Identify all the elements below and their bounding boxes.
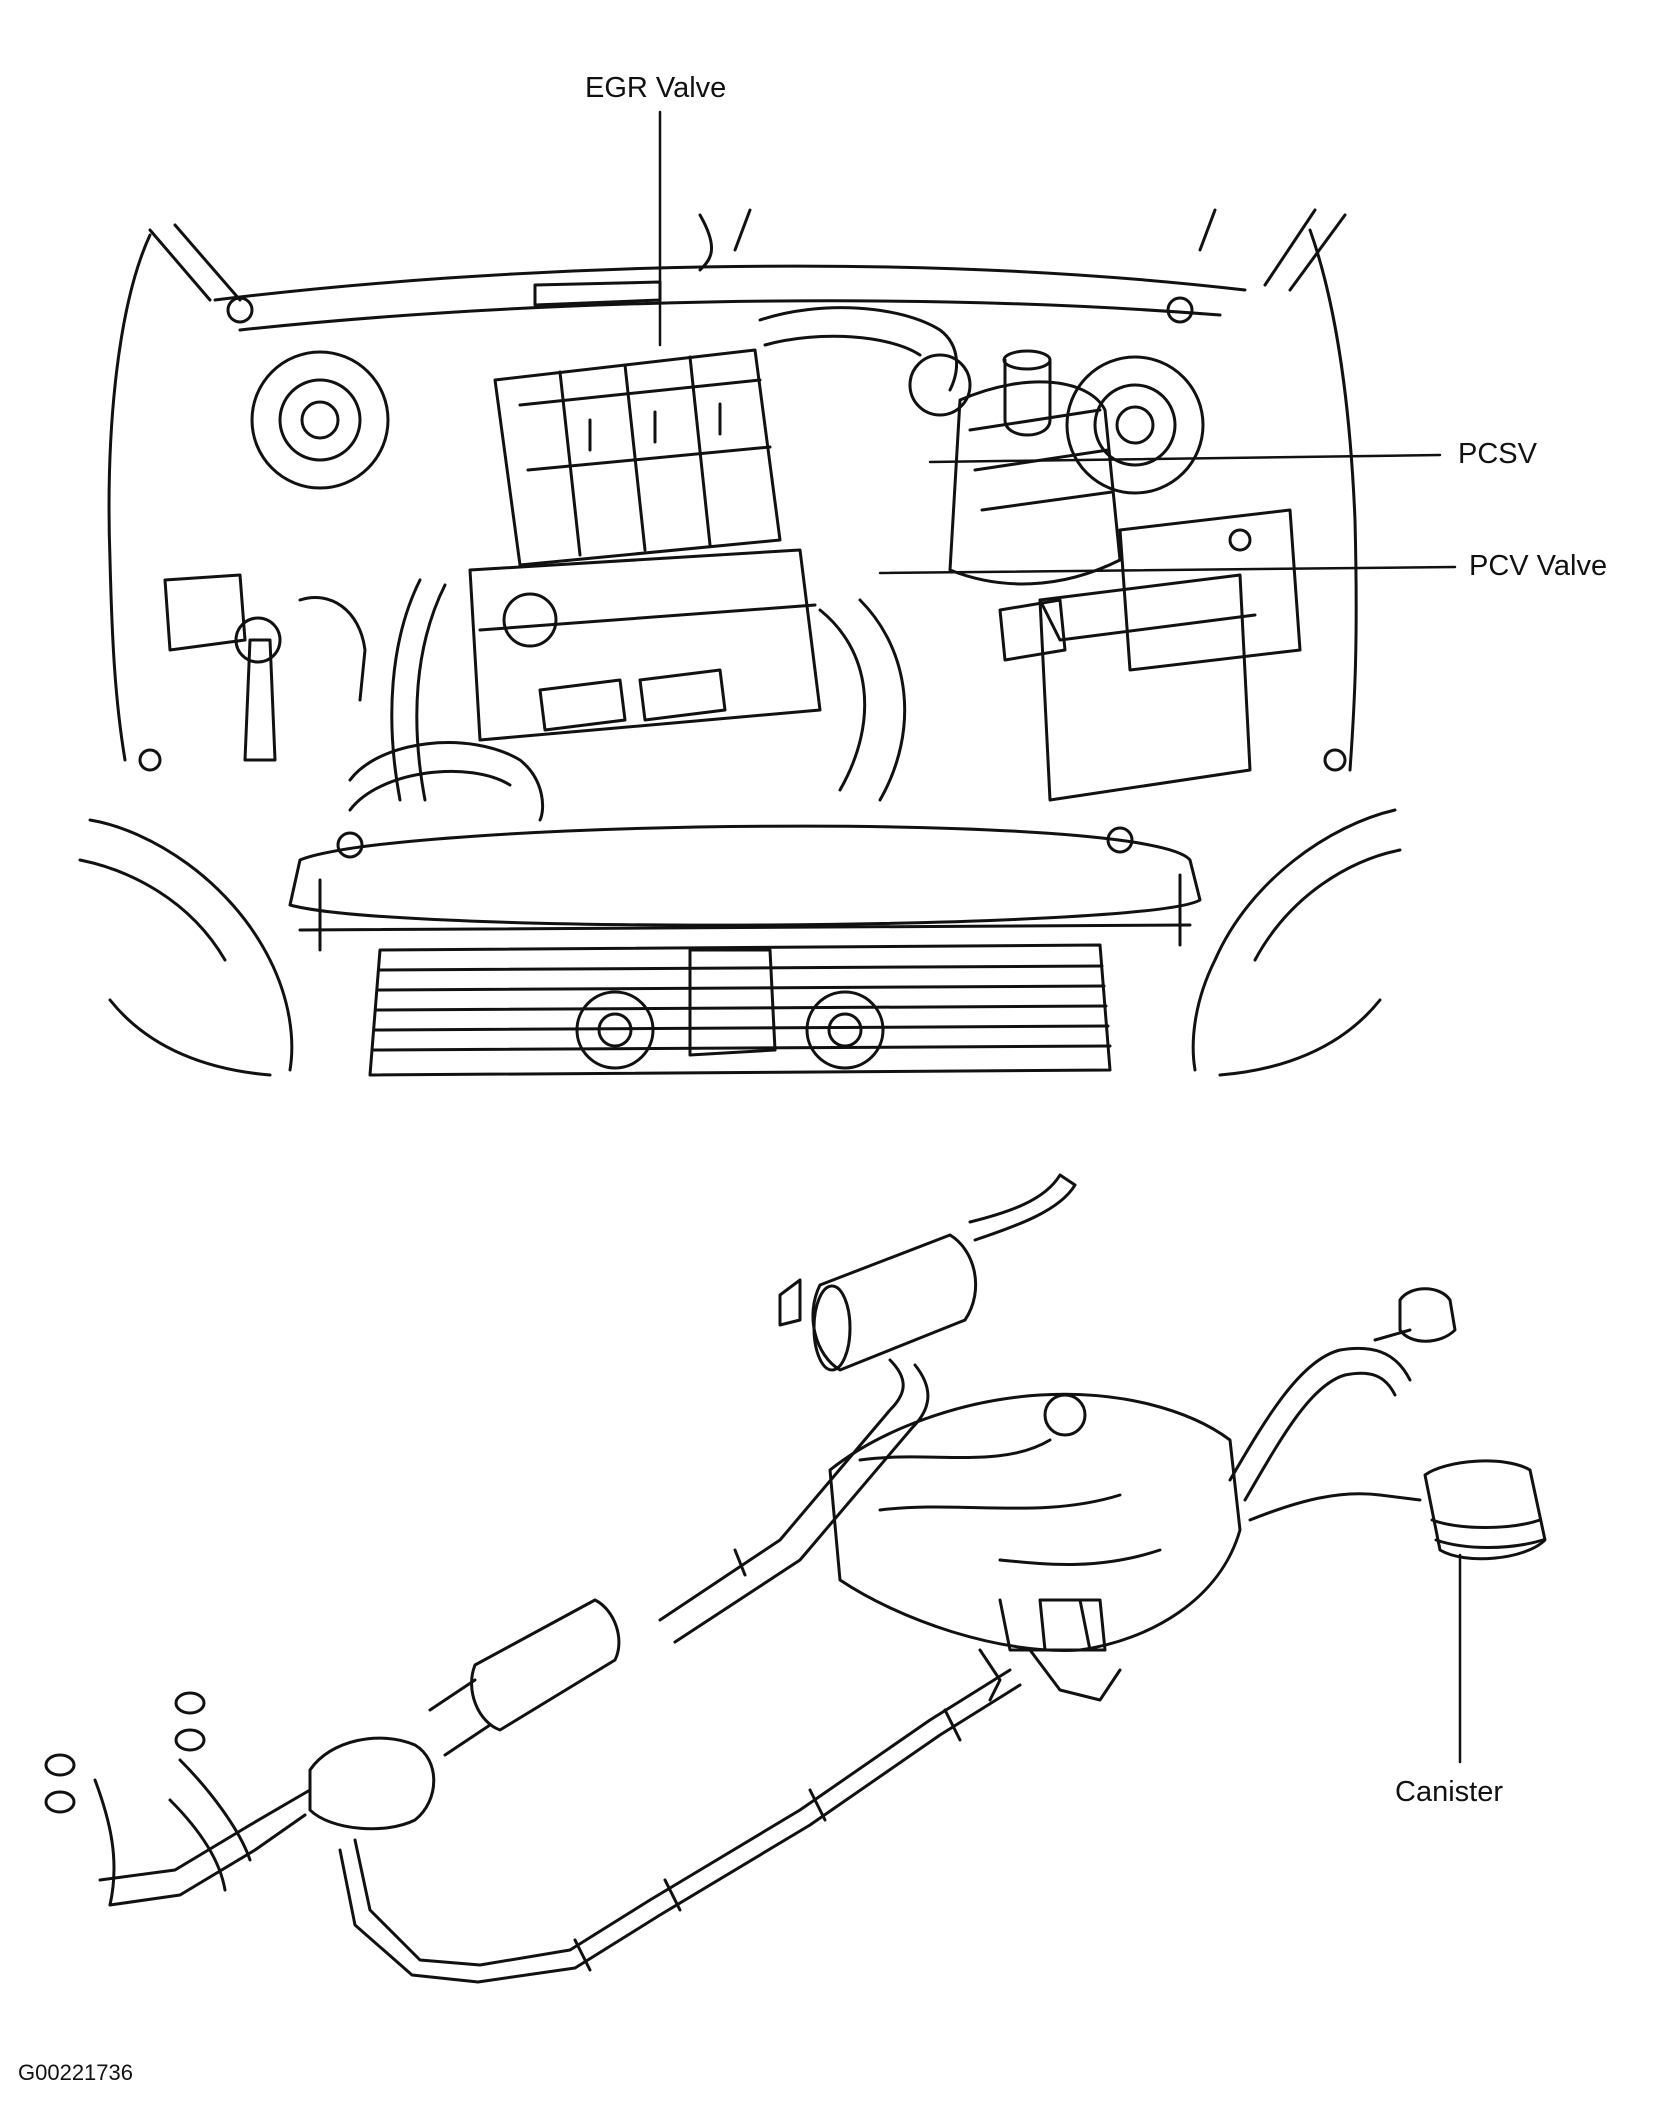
pcsv-label: PCSV bbox=[1458, 438, 1537, 470]
fuel-exhaust-system-illustration bbox=[44, 1173, 1547, 1984]
egr-valve-label: EGR Valve bbox=[585, 72, 727, 104]
figure-id: G00221736 bbox=[18, 2060, 133, 2085]
engine-bay-illustration bbox=[78, 208, 1402, 1077]
canister-label: Canister bbox=[1395, 1776, 1503, 1808]
pcv-valve-leader-line bbox=[878, 565, 1457, 575]
pcv-valve-label: PCV Valve bbox=[1469, 550, 1608, 582]
pcsv-leader-line bbox=[928, 453, 1442, 464]
